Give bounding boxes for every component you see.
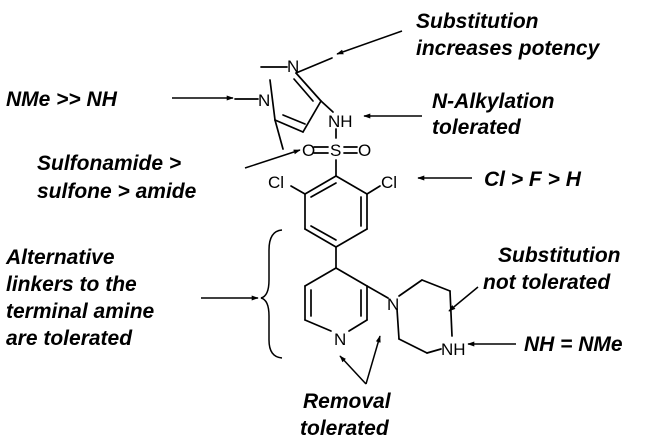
note-linkers: Alternative linkers to the terminal amin…: [5, 246, 160, 350]
dichlorophenyl-ring: [290, 175, 381, 269]
note-sulfonamide: Sulfonamide > sulfone > amide: [37, 152, 197, 203]
pyrazole-ring: [234, 57, 334, 150]
arrow-sulfonamide: [244, 149, 301, 169]
note-substitution-not: Substitution not tolerated: [483, 244, 626, 294]
atom-piperazine-nh: NH: [441, 340, 466, 359]
atom-sulfonamide-nh: NH: [328, 112, 353, 131]
annotations: Substitution increases potency NMe >> NH…: [5, 10, 626, 440]
chemical-structure: N N NH S O O Cl Cl N N NH: [234, 57, 466, 359]
atom-oxygen-left: O: [302, 141, 315, 160]
note-halogen-order: Cl > F > H: [484, 168, 582, 191]
linker-brace: [260, 229, 283, 359]
arrow-substitution-not: [448, 286, 479, 312]
atom-chlorine-right: Cl: [381, 173, 397, 192]
annotation-arrows: [172, 30, 516, 385]
arrow-removal-right: [365, 335, 381, 385]
note-substitution-potency: Substitution increases potency: [416, 10, 601, 60]
atom-pyrazole-n: N: [287, 57, 299, 76]
atom-piperazine-n: N: [387, 295, 399, 314]
note-nme-vs-nh: NMe >> NH: [6, 88, 118, 111]
atom-sulfur: S: [330, 141, 341, 160]
sulfonamide-group: [313, 128, 358, 177]
note-n-alkylation: N-Alkylation tolerated: [432, 90, 560, 139]
piperazine-ring: [396, 279, 453, 354]
note-nh-nme: NH = NMe: [524, 333, 623, 356]
atom-oxygen-right: O: [358, 141, 371, 160]
arrow-substitution-potency: [336, 30, 403, 55]
arrow-removal-left: [339, 355, 367, 385]
atom-labels: N N NH S O O Cl Cl N N NH: [258, 57, 466, 359]
atom-chlorine-left: Cl: [268, 173, 284, 192]
pyridine-ring: [304, 267, 389, 332]
atom-pyridine-n: N: [334, 330, 346, 349]
note-removal: Removal tolerated: [300, 390, 396, 440]
atom-pyrazole-n1: N: [258, 91, 270, 110]
